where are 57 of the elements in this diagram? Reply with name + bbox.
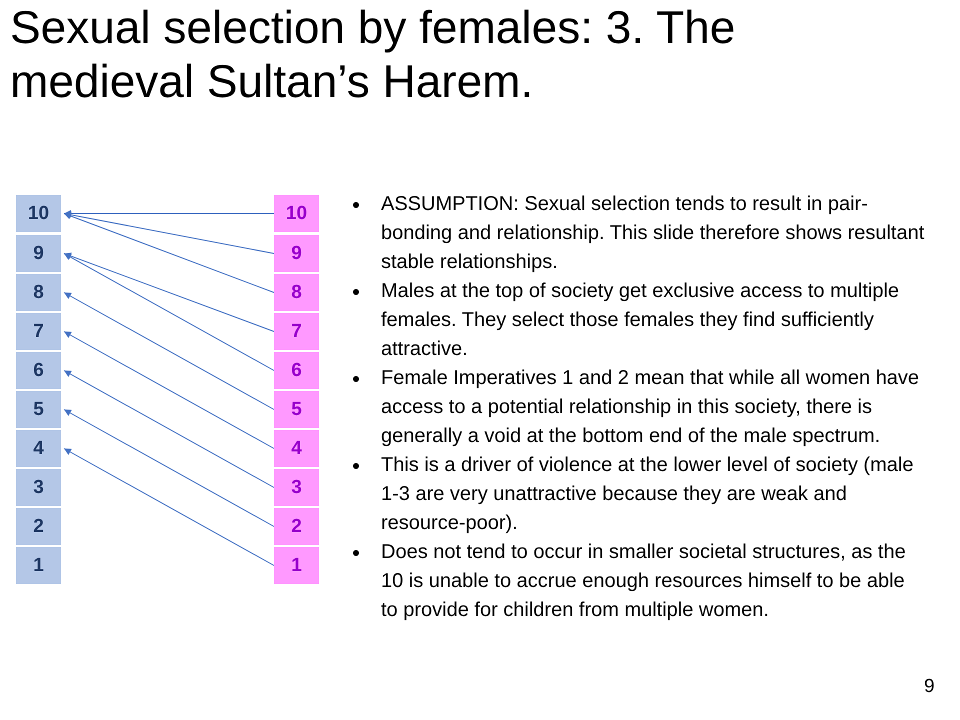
- rank-number: 7: [291, 321, 302, 342]
- rank-box: [16, 430, 61, 467]
- rank-number: 8: [33, 282, 44, 303]
- rank-box: [274, 352, 319, 389]
- rank-box: [16, 235, 61, 272]
- rank-box: [274, 235, 319, 272]
- rank-box: [274, 274, 319, 311]
- rank-number: 9: [33, 243, 44, 264]
- rank-box: [274, 430, 319, 467]
- rank-box: [16, 469, 61, 506]
- rank-box: [16, 352, 61, 389]
- arrow: [64, 252, 274, 332]
- rank-number: 1: [33, 555, 44, 576]
- rank-number: 4: [33, 438, 44, 459]
- rank-box: [16, 313, 61, 350]
- rank-number: 6: [33, 360, 44, 381]
- rank-number: 8: [291, 282, 302, 303]
- arrow: [64, 210, 274, 217]
- rank-number: 10: [28, 203, 50, 224]
- rank-box: [274, 391, 319, 428]
- rank-number: 2: [33, 516, 44, 537]
- arrow: [64, 331, 274, 449]
- note-text: This is a driver of violence at the lower level of society (male 1-3 are very unattractive because they are weak and resource-poor).: [381, 453, 914, 536]
- arrow: [64, 212, 274, 293]
- rank-box: [274, 469, 319, 506]
- rank-number: 9: [291, 243, 302, 264]
- arrow: [64, 370, 274, 488]
- page-number: 9: [924, 676, 935, 698]
- rank-number: 2: [291, 516, 302, 537]
- rank-box: [16, 391, 61, 428]
- rank-box: [16, 547, 61, 584]
- slide-title: Sexual selection by females: 3. The medieval Sultan’s Harem.: [10, 0, 736, 108]
- rank-number: 4: [291, 438, 302, 459]
- rank-number: 6: [291, 360, 302, 381]
- note-text: Does not tend to occur in smaller societal structures, as the 10 is unable to accrue enough resources himself to be able to provide for children from multiple women.: [381, 540, 907, 623]
- arrow: [64, 253, 274, 371]
- rank-number: 5: [291, 399, 302, 420]
- note-text: Female Imperatives 1 and 2 mean that while all women have access to a potential relationship in this society, there is generally a void at the bottom end of the male spectrum.: [381, 366, 920, 449]
- note-text: ASSUMPTION: Sexual selection tends to result in pair-bonding and relationship. This slide therefore shows resultant stable relationships.: [381, 192, 926, 275]
- rank-box: [16, 195, 61, 232]
- rank-number: 1: [291, 555, 302, 576]
- rank-number: 7: [33, 321, 44, 342]
- rank-number: 3: [33, 477, 44, 498]
- rank-box: [274, 547, 319, 584]
- rank-box: [16, 508, 61, 545]
- rank-box: [274, 508, 319, 545]
- arrow: [64, 448, 274, 566]
- rank-box: [274, 195, 319, 232]
- arrow: [64, 211, 274, 254]
- arrow: [64, 292, 274, 410]
- note-text: Males at the top of society get exclusive access to multiple females. They select those females they find sufficiently attractive.: [381, 279, 900, 362]
- arrow: [64, 409, 274, 527]
- rank-box: [16, 274, 61, 311]
- rank-number: 5: [33, 399, 44, 420]
- rank-number: 3: [291, 477, 302, 498]
- rank-box: [274, 313, 319, 350]
- rank-number: 10: [286, 203, 308, 224]
